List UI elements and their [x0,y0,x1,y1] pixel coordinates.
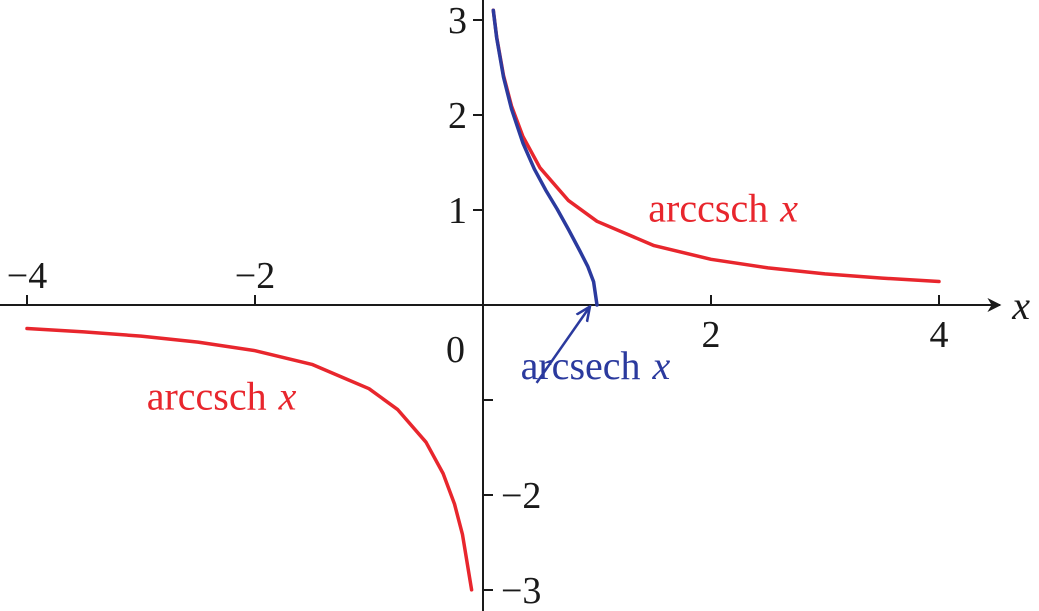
curve-arccsch_pos [491,8,941,284]
axes [0,0,1002,611]
label-text: arccsch [147,374,267,419]
y-tick-label: 1 [448,190,467,232]
label-text: arcsech [521,343,641,388]
x-tick-label: −2 [235,255,275,297]
tick-marks [26,19,940,591]
curve-arccsch_neg [25,326,474,592]
origin-label: 0 [446,329,465,371]
label-text: arccsch [648,185,768,230]
curve-arcsech [491,8,599,307]
curves [25,8,941,592]
y-tick-label: 3 [448,0,467,42]
y-tick-label: −3 [501,570,541,611]
y-tick-label: 2 [448,95,467,137]
x-tick-label: −4 [7,255,47,297]
x-tick-label: 4 [930,314,949,356]
label-variable: x [779,185,798,230]
x-tick-label: 2 [702,314,721,356]
x-axis-label: x [1011,283,1030,328]
label-variable: x [278,374,297,419]
annotation-arrow [535,308,589,384]
y-tick-label: −2 [501,475,541,517]
label-variable: x [652,343,671,388]
